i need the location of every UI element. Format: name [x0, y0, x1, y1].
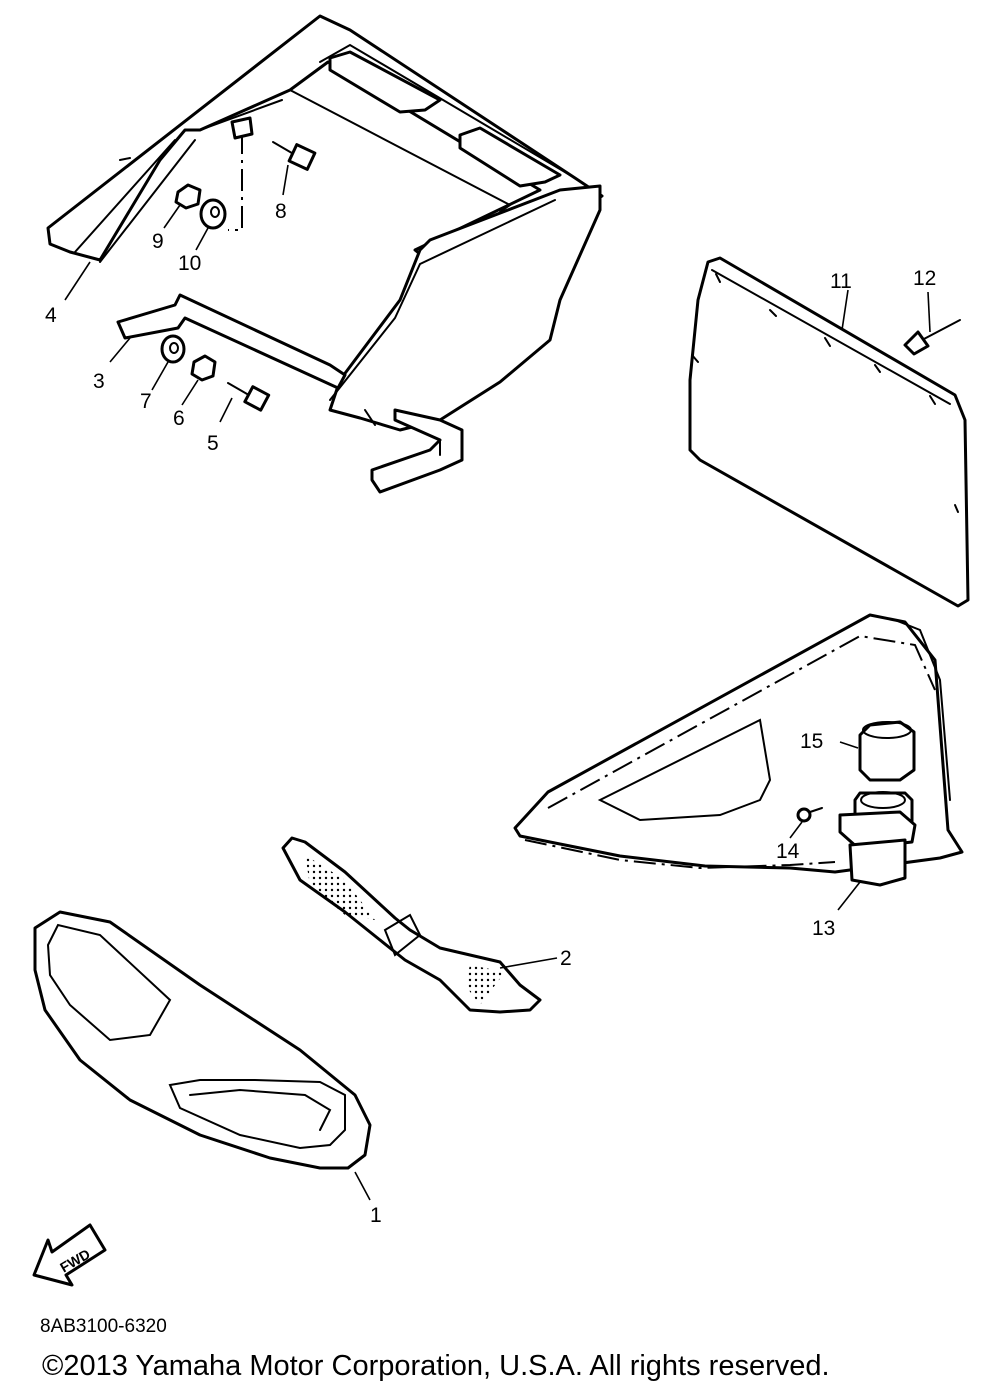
panel-11 [688, 256, 970, 608]
rivet-12 [903, 319, 961, 356]
callout-4: 4 [45, 304, 57, 327]
side-bracket [513, 613, 964, 874]
washer-10 [199, 198, 227, 230]
guard-1 [33, 910, 372, 1170]
leader-lines [64, 164, 931, 1201]
callout-15: 15 [800, 730, 823, 753]
callout-11: 11 [830, 270, 852, 293]
socket-13 [838, 791, 917, 887]
callout-5: 5 [207, 432, 219, 455]
grommet-15 [858, 720, 916, 782]
callout-2: 2 [560, 947, 572, 970]
screw-14 [796, 807, 823, 823]
callout-8: 8 [275, 200, 287, 223]
copyright-notice: ©2013 Yamaha Motor Corporation, U.S.A. A… [42, 1350, 830, 1382]
callout-9: 9 [152, 230, 164, 253]
nut-6 [190, 354, 217, 382]
callout-10: 10 [178, 252, 201, 275]
fwd-arrow-icon: FWD [32, 1223, 107, 1287]
callout-1: 1 [370, 1204, 382, 1227]
bolt-5 [227, 382, 271, 412]
callout-12: 12 [913, 267, 936, 290]
washer-7 [160, 334, 186, 364]
callout-14: 14 [776, 840, 800, 863]
nut-9 [174, 183, 202, 210]
callout-7: 7 [140, 390, 152, 413]
callout-3: 3 [93, 370, 105, 393]
reflector-2 [281, 836, 542, 1014]
callout-6: 6 [173, 407, 185, 430]
rack-frame [46, 14, 604, 494]
callout-13: 13 [812, 917, 835, 940]
bolt-8 [272, 141, 317, 171]
diagram-code: 8AB3100-6320 [40, 1316, 167, 1337]
